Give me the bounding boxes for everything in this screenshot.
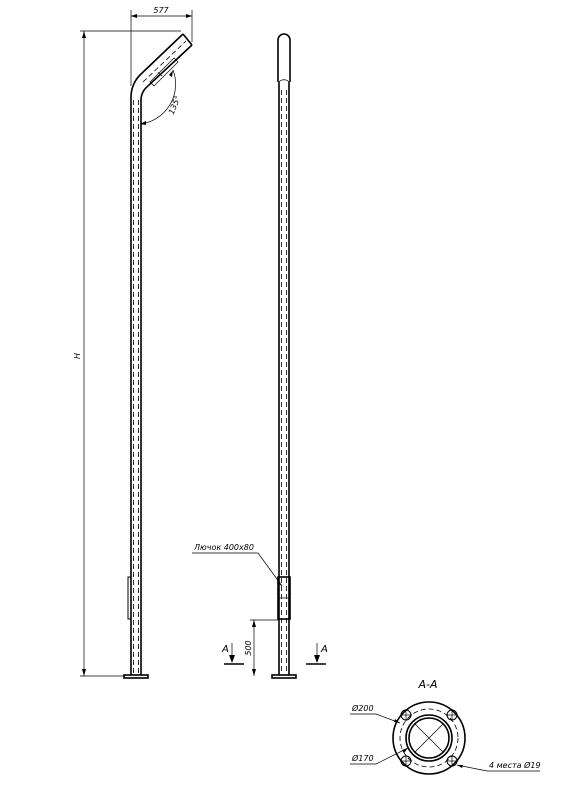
section-diagonal-2	[414, 723, 444, 753]
arm-upper-edge	[130, 33, 184, 98]
dim-width-label: 577	[153, 6, 169, 15]
section-a-a: А-А Ø200	[350, 678, 541, 775]
pipe-outer-circle	[405, 714, 453, 762]
section-title: А-А	[417, 678, 437, 691]
dim-angle-arrow-1	[140, 121, 146, 125]
arm-lower-edge	[140, 44, 193, 101]
arm-end-cap	[182, 33, 193, 46]
hatch-door-left	[127, 576, 132, 620]
dim-height-arrow-bottom	[82, 669, 86, 676]
bolt-hole-2	[446, 709, 458, 721]
dim-500-arrow-bottom	[252, 669, 256, 676]
section-arrow-right-head	[314, 655, 320, 663]
flange-outer-circle	[392, 701, 466, 775]
base-plate-left	[123, 674, 149, 679]
dia-inner-label: Ø170	[351, 753, 374, 763]
holes-label: 4 места Ø19	[489, 760, 541, 770]
pole-front-view: 577 135° H	[73, 6, 193, 679]
dim-height-arrow-top	[82, 31, 86, 38]
dim-angle-arc	[139, 69, 176, 125]
dim-arrow-right	[186, 14, 192, 18]
luminaire-body	[149, 57, 179, 87]
dim-height-label: H	[73, 353, 82, 359]
section-mark-left: A	[221, 644, 229, 655]
luminaire-detail	[157, 71, 163, 77]
hatch-label: Лючок 400х80	[193, 543, 254, 552]
dim-angle-arrow-2	[169, 70, 173, 77]
section-arrow-left-head	[229, 655, 235, 663]
hatch-leader-line	[257, 552, 283, 587]
bolt-hole-4	[446, 755, 458, 767]
holes-arrow	[457, 765, 463, 768]
pole-side-view: Лючок 400х80 500 A A	[192, 33, 328, 679]
dia-outer-label: Ø200	[351, 703, 374, 713]
bolt-hole-3	[400, 755, 412, 767]
dia-outer-arrow	[394, 719, 400, 723]
bolt-hole-1	[400, 709, 412, 721]
dim-angle-label: 135°	[167, 94, 183, 115]
dim-500-label: 500	[244, 640, 253, 655]
arm-hidden-line	[142, 40, 187, 83]
hatch-leader-arrow	[277, 581, 282, 586]
side-top-end	[277, 33, 291, 82]
dim-500-arrow-top	[252, 620, 256, 627]
bolt-circle-hidden	[399, 708, 459, 768]
dim-arrow-left	[131, 14, 137, 18]
side-top-joint	[278, 79, 290, 83]
base-plate-side	[271, 674, 297, 679]
pipe-inner-circle	[408, 717, 450, 759]
dia-inner-arrow	[402, 748, 408, 753]
section-mark-right: A	[320, 644, 328, 655]
